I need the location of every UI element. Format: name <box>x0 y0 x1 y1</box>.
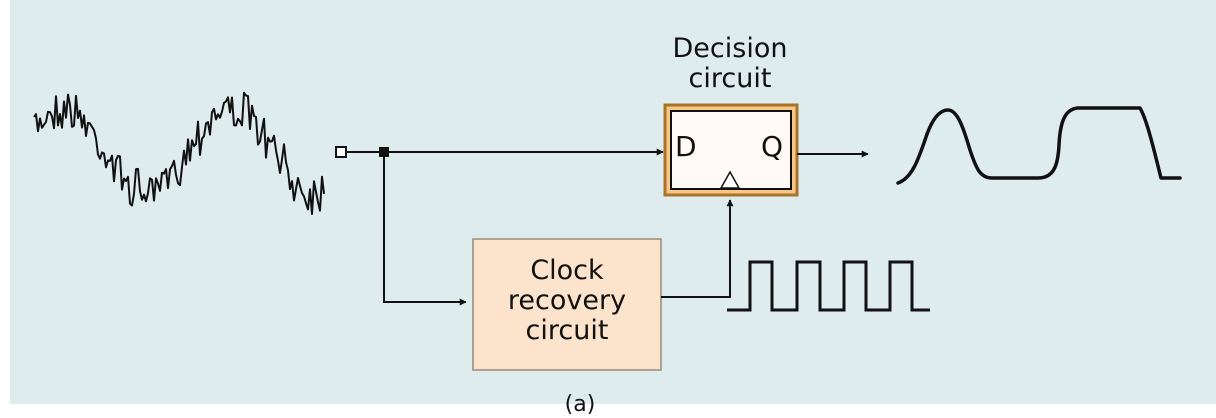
clock-recovery-label-line1: Clock <box>530 255 604 286</box>
clock-to-decision-arrow <box>661 199 734 298</box>
clock-recovery-label-line3: circuit <box>525 315 609 347</box>
decision-input-pin-label: D <box>675 130 697 163</box>
clock-waveform <box>727 260 930 312</box>
clock-recovery-label-line2: recovery <box>507 285 627 317</box>
figure-caption: (a) <box>564 392 596 417</box>
decision-circuit-title-line1: Decision <box>672 33 788 64</box>
junction-node <box>379 147 389 157</box>
noisy-input-waveform <box>33 91 325 215</box>
clock-input-triangle <box>719 170 741 189</box>
signal-to-clock-recovery-arrow <box>383 157 467 306</box>
input-terminal <box>335 146 347 158</box>
decision-circuit-title-line2: circuit <box>688 63 772 95</box>
clock-recovery-label: Clock recovery circuit <box>474 255 660 347</box>
decision-output-pin-label: Q <box>761 130 784 163</box>
diagram-stage: Decision circuit D Q Clock recovery circ… <box>10 0 1216 417</box>
clock-recovery-block <box>472 238 662 371</box>
decision-circuit-title: Decision circuit <box>630 33 830 95</box>
regenerated-output-waveform <box>896 106 1182 185</box>
block-diagram <box>10 0 1216 404</box>
